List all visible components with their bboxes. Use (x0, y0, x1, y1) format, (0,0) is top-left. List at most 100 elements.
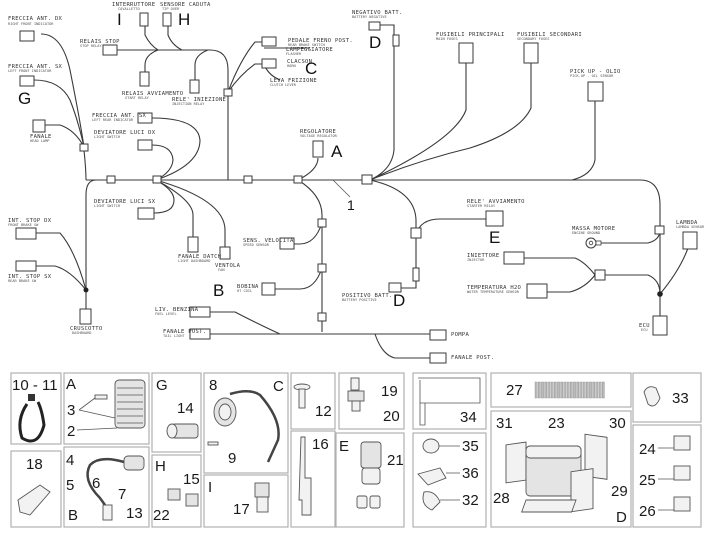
group-letter-B: B (213, 281, 224, 300)
panel-letter: H (155, 458, 166, 475)
group-letter-I: I (117, 10, 122, 29)
part-number: 27 (506, 382, 523, 399)
fuse-holder-icon (298, 436, 312, 516)
terminal-strip-rib (544, 381, 547, 399)
part-number: 32 (462, 492, 479, 509)
label-fusibili-principali: FUSIBILI PRINCIPALI (436, 32, 505, 38)
part-number: 24 (639, 441, 656, 458)
wire (659, 247, 689, 295)
indicator-bulb-icon (166, 423, 199, 439)
sublabel: HEAD LAMP (30, 139, 49, 143)
panel-G: G 14 (151, 372, 202, 453)
leader-lines (658, 447, 674, 511)
connector-relais-avv (139, 71, 150, 87)
label-leva-frizione: LEVA FRIZIONE (270, 78, 317, 84)
clip-icon (417, 467, 447, 486)
label-negativo-batt: NEGATIVO BATT. (352, 10, 403, 16)
label-deviatore-dx: DEVIATORE LUCI DX (94, 130, 156, 136)
label-clacson: CLACSON (287, 59, 312, 65)
label-temperatura-h2o: TEMPERATURA H2O (467, 285, 521, 291)
connector-pompa (429, 329, 447, 341)
label-pedale-freno: PEDALE FRENO POST. (288, 38, 353, 44)
battery-icon (505, 433, 608, 513)
connector-fanale (32, 119, 46, 133)
wire (153, 179, 175, 214)
part-number: 2 (67, 423, 75, 440)
sublabel: VOLTAGE REGULATOR (300, 134, 338, 138)
panel-bracket: 34 (412, 372, 487, 430)
label-freccia-post: FRECCIA ANT. SX (92, 113, 147, 119)
junction-node (317, 263, 327, 273)
sublabel: TAIL LIGHT (163, 334, 185, 338)
connector-deviatore-sx (137, 207, 155, 220)
panel-letter: A (66, 376, 76, 393)
wire (83, 147, 87, 181)
label-lampeggiatore: LAMPEGGIATORE (286, 47, 333, 53)
group-letter-C: C (305, 59, 317, 78)
panel-gasket: 18 (10, 450, 62, 528)
part-number: 5 (66, 477, 74, 494)
starter-relay-icon (356, 441, 382, 509)
connector-negativo-batt (368, 21, 381, 31)
wire (40, 33, 85, 148)
wire (151, 144, 174, 181)
panel-letter: B (68, 507, 78, 524)
part-number: 28 (493, 490, 510, 507)
group-letter-G: G (18, 89, 31, 108)
leader-lines (76, 397, 118, 431)
label-sens-velocita: SENS. VELOCITA (243, 238, 294, 244)
label-liv-benzina: LIV. BENZINA (155, 307, 199, 313)
wire (415, 218, 486, 236)
sublabel: PICK-UP - OIL SENSOR (570, 74, 614, 78)
grommet-icon (422, 438, 440, 454)
connector-relais-iniezione (189, 79, 200, 94)
wire (369, 42, 395, 181)
junction-node (594, 269, 606, 281)
sublabel: FRONT BRAKE SW (8, 223, 39, 227)
wiring-harness: FRECCIA ANT. DX RIGHT FRONT INDICATOR RE… (8, 2, 705, 364)
connector-fusibili-secondari (523, 42, 539, 64)
main-harness-wire (86, 179, 661, 294)
sublabel: BATTERY POSITIVE (342, 298, 377, 302)
wire (117, 49, 229, 180)
label-fanale-post-2: FANALE POST. (451, 355, 494, 361)
part-number: 30 (609, 415, 626, 432)
sublabel: ECU (641, 328, 648, 332)
label-massa-motore: MASSA MOTORE (572, 226, 615, 232)
wire (144, 49, 159, 75)
junction-node (293, 175, 303, 184)
wire (36, 232, 87, 291)
label-relais-stop: RELAIS STOP (80, 39, 120, 45)
connector-negativo-batt-2 (392, 34, 400, 47)
part-number: 4 (66, 452, 74, 469)
sublabel: MAIN FUSES (436, 37, 458, 41)
group-letter-D-bottom: D (393, 291, 405, 310)
sublabel: INJECTOR (467, 258, 485, 262)
terminal-strip-rib (579, 381, 583, 399)
label-iniettore: INIETTORE (467, 253, 500, 259)
label-ecu: ECU (639, 323, 650, 329)
part-number: 23 (548, 415, 565, 432)
sublabel: HORN (287, 64, 296, 68)
connector-positivo-batt-2 (412, 267, 420, 282)
terminal-strip-rib (595, 381, 599, 399)
wire (275, 267, 323, 290)
sublabel: LEFT REAR INDICATOR (92, 118, 134, 122)
terminal-strip-rib (534, 381, 538, 399)
junction-node (317, 218, 327, 228)
terminal-strip-rib (592, 381, 595, 399)
wire (167, 25, 183, 51)
part-number: 36 (462, 465, 479, 482)
sublabel: LEFT FRONT INDICATOR (8, 69, 52, 73)
clamp-icon (422, 491, 441, 511)
panel-16: 16 (290, 430, 336, 528)
panel-cable-tie: 10 - 11 (10, 372, 62, 445)
panel-33: 33 (632, 372, 702, 423)
sublabel: CAVALLETTO (118, 7, 140, 11)
gasket-icon (17, 484, 51, 516)
terminal-strip-rib (563, 381, 567, 399)
wire (369, 62, 532, 181)
group-letter-E: E (489, 228, 500, 247)
wire (155, 179, 226, 247)
connector-positivo-batt (388, 282, 402, 293)
